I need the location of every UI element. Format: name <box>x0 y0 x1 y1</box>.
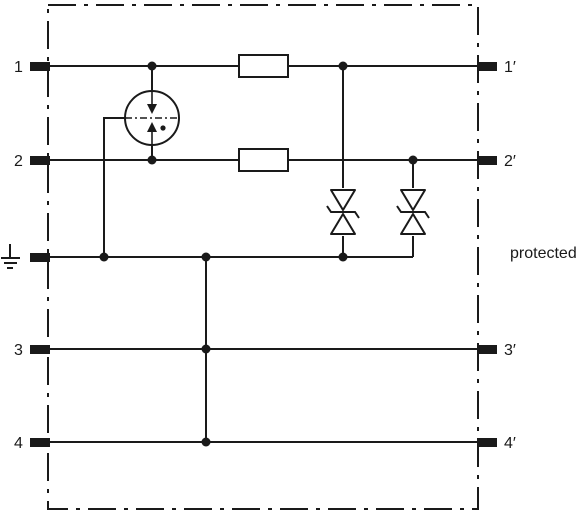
terminal-left-1 <box>30 62 50 71</box>
protected-label: protected <box>510 245 577 262</box>
terminal-label-2-prime: 2′ <box>504 153 516 170</box>
junction-dot <box>201 437 211 447</box>
tvs-diode-icon <box>396 188 430 236</box>
tvs-diode-icon <box>326 188 360 236</box>
terminal-right-4 <box>477 438 497 447</box>
junction-dot <box>408 155 418 165</box>
junction-dot <box>338 252 348 262</box>
terminal-label-1-prime: 1′ <box>504 59 516 76</box>
junction-dot <box>147 61 157 71</box>
terminal-left-3 <box>30 345 50 354</box>
terminal-right-1 <box>477 62 497 71</box>
enclosure-border <box>47 4 479 510</box>
junction-dot <box>338 61 348 71</box>
junction-dot <box>99 252 109 262</box>
terminal-left-ground <box>30 253 50 262</box>
terminal-label-2: 2 <box>14 153 23 170</box>
terminal-label-1: 1 <box>14 59 23 76</box>
junction-dot <box>201 252 211 262</box>
terminal-label-4-prime: 4′ <box>504 435 516 452</box>
terminal-left-2 <box>30 156 50 165</box>
terminal-label-3: 3 <box>14 342 23 359</box>
resistor-icon <box>238 148 289 172</box>
terminal-right-2 <box>477 156 497 165</box>
terminal-right-3 <box>477 345 497 354</box>
terminal-label-3-prime: 3′ <box>504 342 516 359</box>
junction-dot <box>147 155 157 165</box>
terminal-label-4: 4 <box>14 435 23 452</box>
terminal-left-4 <box>30 438 50 447</box>
gas-discharge-tube-icon <box>124 90 180 146</box>
junction-dot <box>201 344 211 354</box>
ground-icon <box>1 244 20 269</box>
resistor-icon <box>238 54 289 78</box>
wire-gdt-ground <box>103 117 125 257</box>
